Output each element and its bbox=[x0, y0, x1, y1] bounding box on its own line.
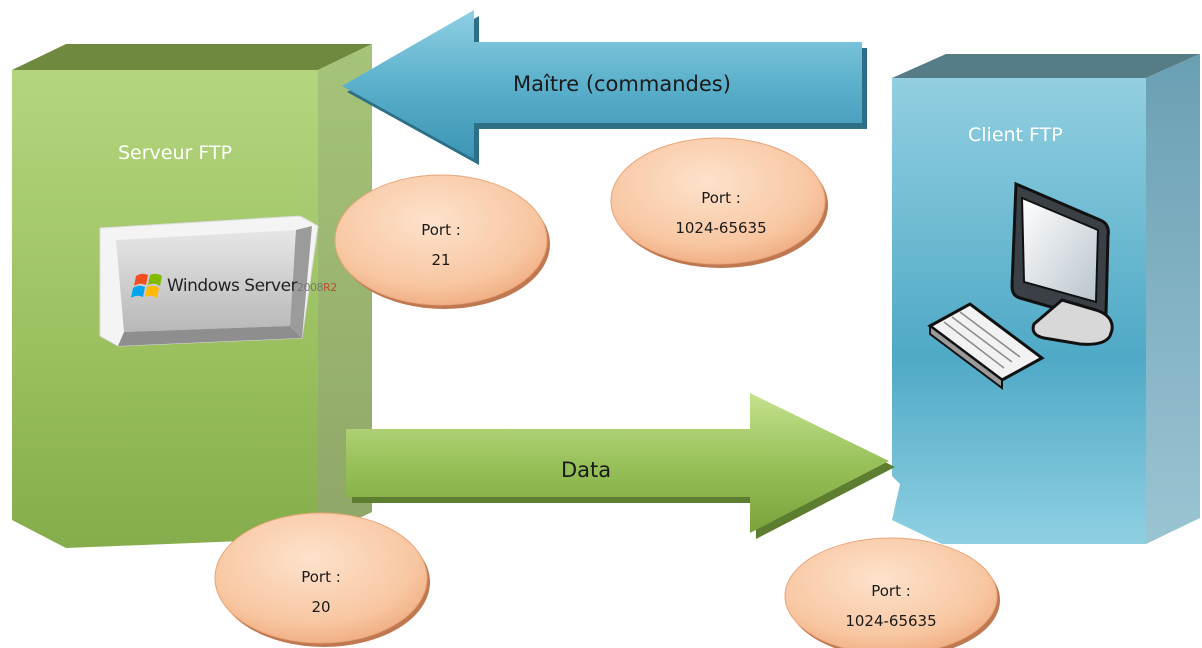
windows-server-logo-text: Windows Server2008R2 bbox=[167, 276, 337, 296]
port-server-data-text: Port : 20 bbox=[265, 562, 377, 622]
port-value: 20 bbox=[311, 598, 331, 616]
port-label: Port : bbox=[701, 189, 741, 207]
command-arrow-label: Maître (commandes) bbox=[513, 72, 731, 96]
product-version: 2008 bbox=[297, 281, 324, 294]
data-arrow-label: Data bbox=[561, 458, 612, 482]
port-label: Port : bbox=[301, 568, 341, 586]
client-box bbox=[892, 54, 1200, 544]
port-client-data-text: Port : 1024-65635 bbox=[821, 576, 961, 636]
port-value: 1024-65635 bbox=[845, 612, 937, 630]
port-client-command-text: Port : 1024-65635 bbox=[651, 183, 791, 243]
windows-server-badge bbox=[99, 215, 319, 347]
port-label: Port : bbox=[421, 221, 461, 239]
port-server-command bbox=[334, 174, 550, 309]
product-name: Windows Server bbox=[167, 276, 298, 296]
port-server-command-text: Port : 21 bbox=[385, 215, 497, 275]
product-edition: R2 bbox=[323, 281, 337, 294]
client-box-side bbox=[1146, 54, 1200, 544]
client-title: Client FTP bbox=[968, 124, 1063, 146]
keyboard-icon bbox=[927, 302, 1045, 390]
server-box-side bbox=[318, 44, 372, 538]
computer-monitor-icon bbox=[1010, 181, 1114, 346]
port-server-data bbox=[214, 512, 430, 647]
data-arrow bbox=[346, 393, 895, 539]
port-client-data bbox=[784, 537, 1000, 648]
port-label: Port : bbox=[871, 582, 911, 600]
port-client-command bbox=[610, 137, 828, 268]
client-box-top bbox=[892, 54, 1200, 78]
windows-logo-icon bbox=[131, 273, 162, 298]
client-box-front bbox=[892, 78, 1146, 544]
port-value: 21 bbox=[431, 251, 451, 269]
port-value: 1024-65635 bbox=[675, 219, 767, 237]
server-box-top bbox=[12, 44, 372, 70]
command-arrow bbox=[342, 10, 867, 165]
server-title: Serveur FTP bbox=[118, 142, 233, 164]
